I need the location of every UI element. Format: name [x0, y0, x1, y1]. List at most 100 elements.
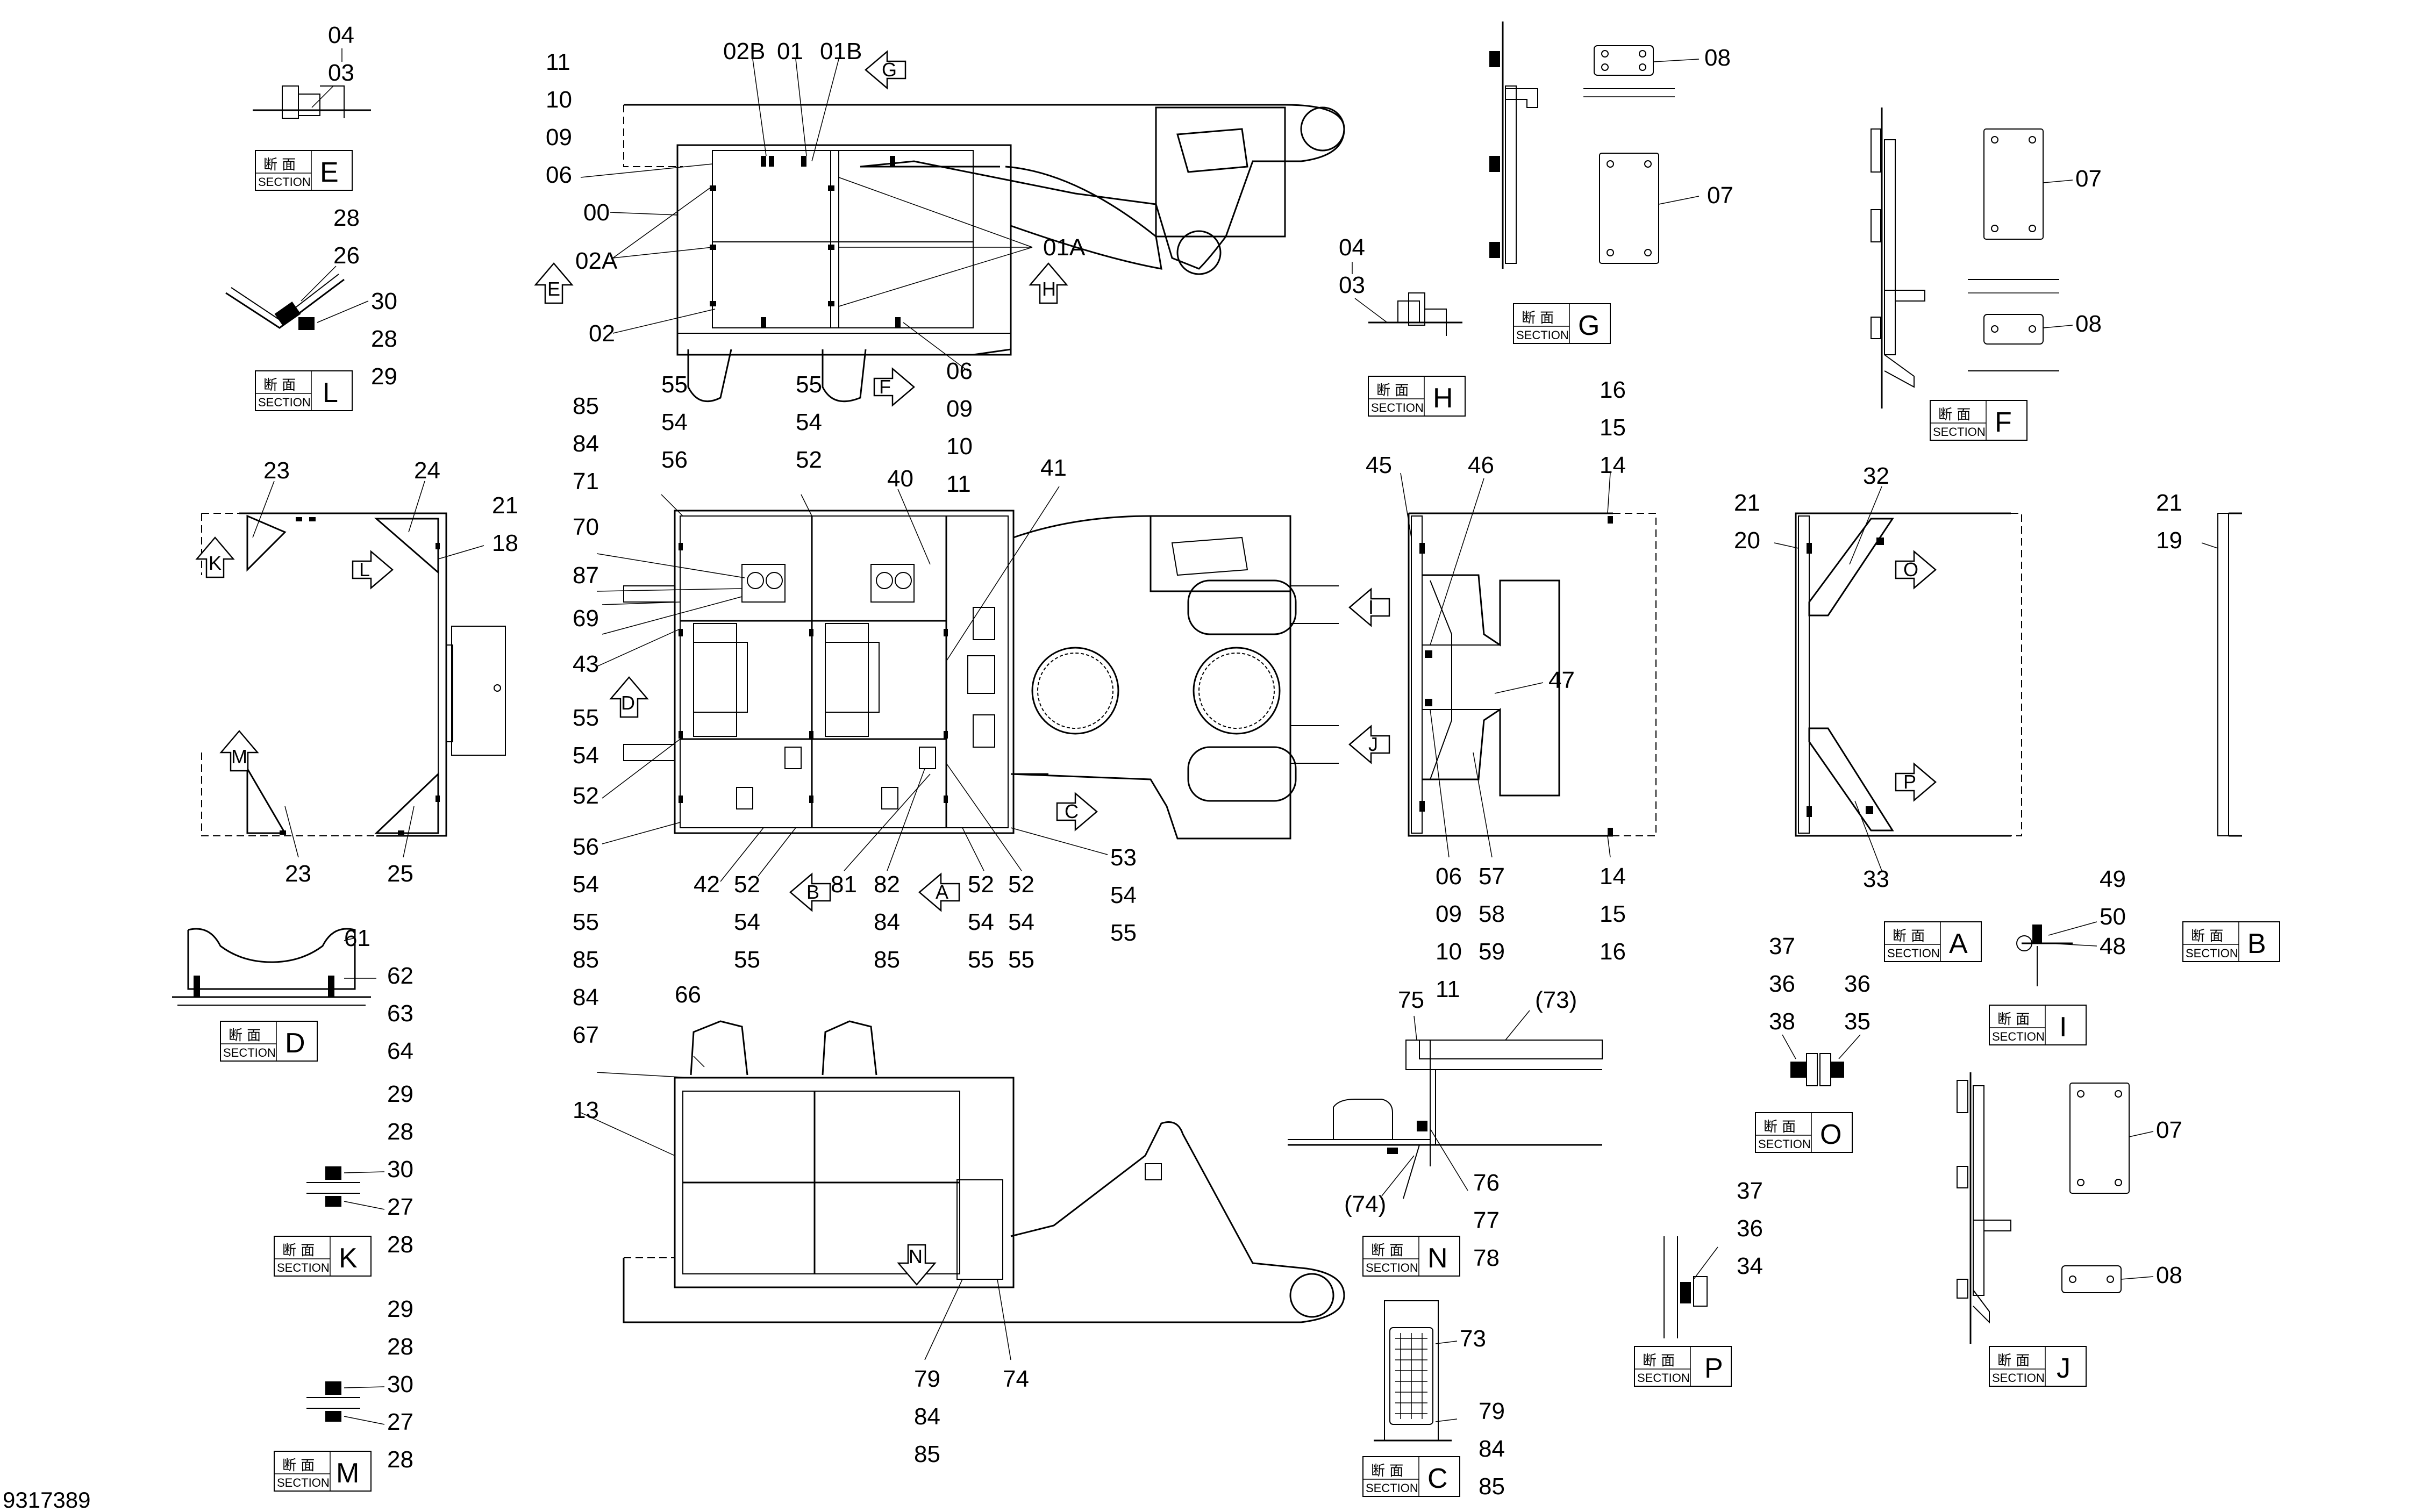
part-label: 37 — [1769, 933, 1795, 959]
part-label: 32 — [1863, 463, 1889, 489]
part-label: 61 — [344, 925, 370, 951]
part-label: 13 — [573, 1097, 599, 1123]
section-f-detail: 07 08 断 面 SECTION F — [1871, 108, 2102, 441]
part-label: 36 — [1844, 971, 1871, 997]
section-word: SECTION — [1887, 947, 1940, 960]
part-label: 52 — [968, 871, 994, 898]
part-label: 48 — [2100, 933, 2126, 959]
part-label: 58 — [1479, 901, 1505, 927]
part-label: 54 — [573, 742, 599, 769]
section-kanji: 断 面 — [229, 1028, 261, 1044]
section-kanji: 断 面 — [1643, 1353, 1675, 1369]
section-word: SECTION — [2186, 947, 2238, 960]
part-label: 62 — [387, 963, 413, 989]
part-label: 10 — [946, 433, 973, 460]
section-word: SECTION — [277, 1476, 330, 1489]
part-label: 84 — [874, 909, 900, 935]
part-label: 28 — [387, 1231, 413, 1258]
view-arrow-i: I — [1368, 596, 1374, 618]
part-label: 01B — [820, 38, 862, 65]
part-label: 54 — [1008, 909, 1034, 935]
part-label: 27 — [387, 1409, 413, 1435]
section-letter-d: D — [285, 1028, 305, 1059]
part-label: 29 — [387, 1296, 413, 1322]
section-kanji: 断 面 — [263, 377, 296, 393]
part-label: 08 — [2075, 311, 2102, 337]
part-label: 54 — [1110, 882, 1137, 908]
section-letter-e: E — [320, 157, 339, 188]
section-letter-f: F — [1995, 407, 2012, 438]
part-label: 27 — [387, 1194, 413, 1220]
part-label: 15 — [1600, 414, 1626, 441]
section-word: SECTION — [1992, 1371, 2045, 1385]
section-l-detail: 28 26 30 28 29 断 面 SECTION L — [225, 205, 397, 411]
part-label: 70 — [573, 514, 599, 540]
part-label: 55 — [796, 371, 822, 398]
section-letter-o: O — [1820, 1119, 1841, 1150]
section-kanji: 断 面 — [263, 157, 296, 173]
view-arrow-l: L — [359, 558, 370, 581]
view-arrow-k: K — [209, 552, 222, 574]
section-kanji: 断 面 — [1997, 1012, 2030, 1028]
part-label: 07 — [2156, 1117, 2182, 1143]
section-kanji: 断 面 — [282, 1458, 315, 1474]
part-label: 64 — [387, 1038, 413, 1064]
part-label: 55 — [573, 909, 599, 935]
part-label: 07 — [1707, 182, 1733, 209]
part-label: 01 — [777, 38, 803, 65]
part-label: 85 — [573, 947, 599, 973]
part-label: 30 — [387, 1156, 413, 1183]
part-label: 11 — [946, 471, 971, 497]
section-kanji: 断 面 — [1371, 1243, 1403, 1259]
part-label: 20 — [1734, 527, 1760, 554]
part-label: 55 — [968, 947, 994, 973]
part-label: 56 — [661, 447, 688, 473]
part-label: 29 — [371, 363, 397, 390]
part-label: 57 — [1479, 863, 1505, 890]
part-label: 18 — [492, 530, 518, 556]
part-label: 06 — [1436, 863, 1462, 890]
section-letter-b: B — [2247, 928, 2266, 959]
part-label: 49 — [2100, 866, 2126, 892]
part-label: 19 — [2156, 527, 2182, 554]
section-letter-g: G — [1578, 310, 1600, 341]
part-label: 28 — [333, 205, 360, 231]
part-label: 28 — [387, 1446, 413, 1473]
section-kanji: 断 面 — [1376, 383, 1409, 399]
section-b-box: 断 面 SECTION B — [2182, 921, 2280, 962]
part-label: 15 — [1600, 901, 1626, 927]
part-label: 23 — [285, 861, 311, 887]
view-arrow-j: J — [1368, 733, 1378, 755]
view-arrow-p: P — [1903, 771, 1916, 793]
part-label: 01A — [1043, 234, 1086, 261]
part-label: 84 — [914, 1403, 940, 1430]
section-n-detail: 75 (73) (74) 76 77 78 断 面 SECTION N — [1288, 987, 1603, 1277]
section-letter-j: J — [2057, 1353, 2071, 1384]
part-label: 73 — [1460, 1325, 1486, 1352]
section-m-detail: 29 28 30 27 28 断 面 SECTION M — [274, 1296, 413, 1492]
part-label: 06 — [546, 162, 572, 188]
section-letter-a: A — [1949, 928, 1968, 959]
part-label: 55 — [573, 705, 599, 731]
part-label: 00 — [583, 199, 610, 226]
part-label: 85 — [1479, 1473, 1505, 1500]
part-label: 04 — [1339, 234, 1365, 261]
section-j-detail: 07 08 断 面 SECTION J — [1957, 1072, 2182, 1387]
part-label: 37 — [1737, 1178, 1763, 1204]
view-arrow-b: B — [806, 881, 819, 903]
section-h-detail: 04 03 断 面 SECTION H — [1339, 234, 1466, 417]
part-label: 11 — [546, 49, 570, 75]
view-arrow-o: O — [1903, 558, 1918, 581]
part-label: 81 — [831, 871, 857, 898]
part-label: 53 — [1110, 844, 1137, 871]
section-letter-m: M — [336, 1458, 359, 1489]
part-label: 08 — [2156, 1262, 2182, 1288]
section-kanji: 断 面 — [1522, 310, 1554, 326]
part-label: 29 — [387, 1081, 413, 1107]
part-label: 87 — [573, 562, 599, 589]
part-label: 02 — [589, 320, 615, 347]
center-frame-plan-view — [596, 486, 1339, 882]
part-label: 85 — [874, 947, 900, 973]
part-label: 84 — [1479, 1436, 1505, 1462]
